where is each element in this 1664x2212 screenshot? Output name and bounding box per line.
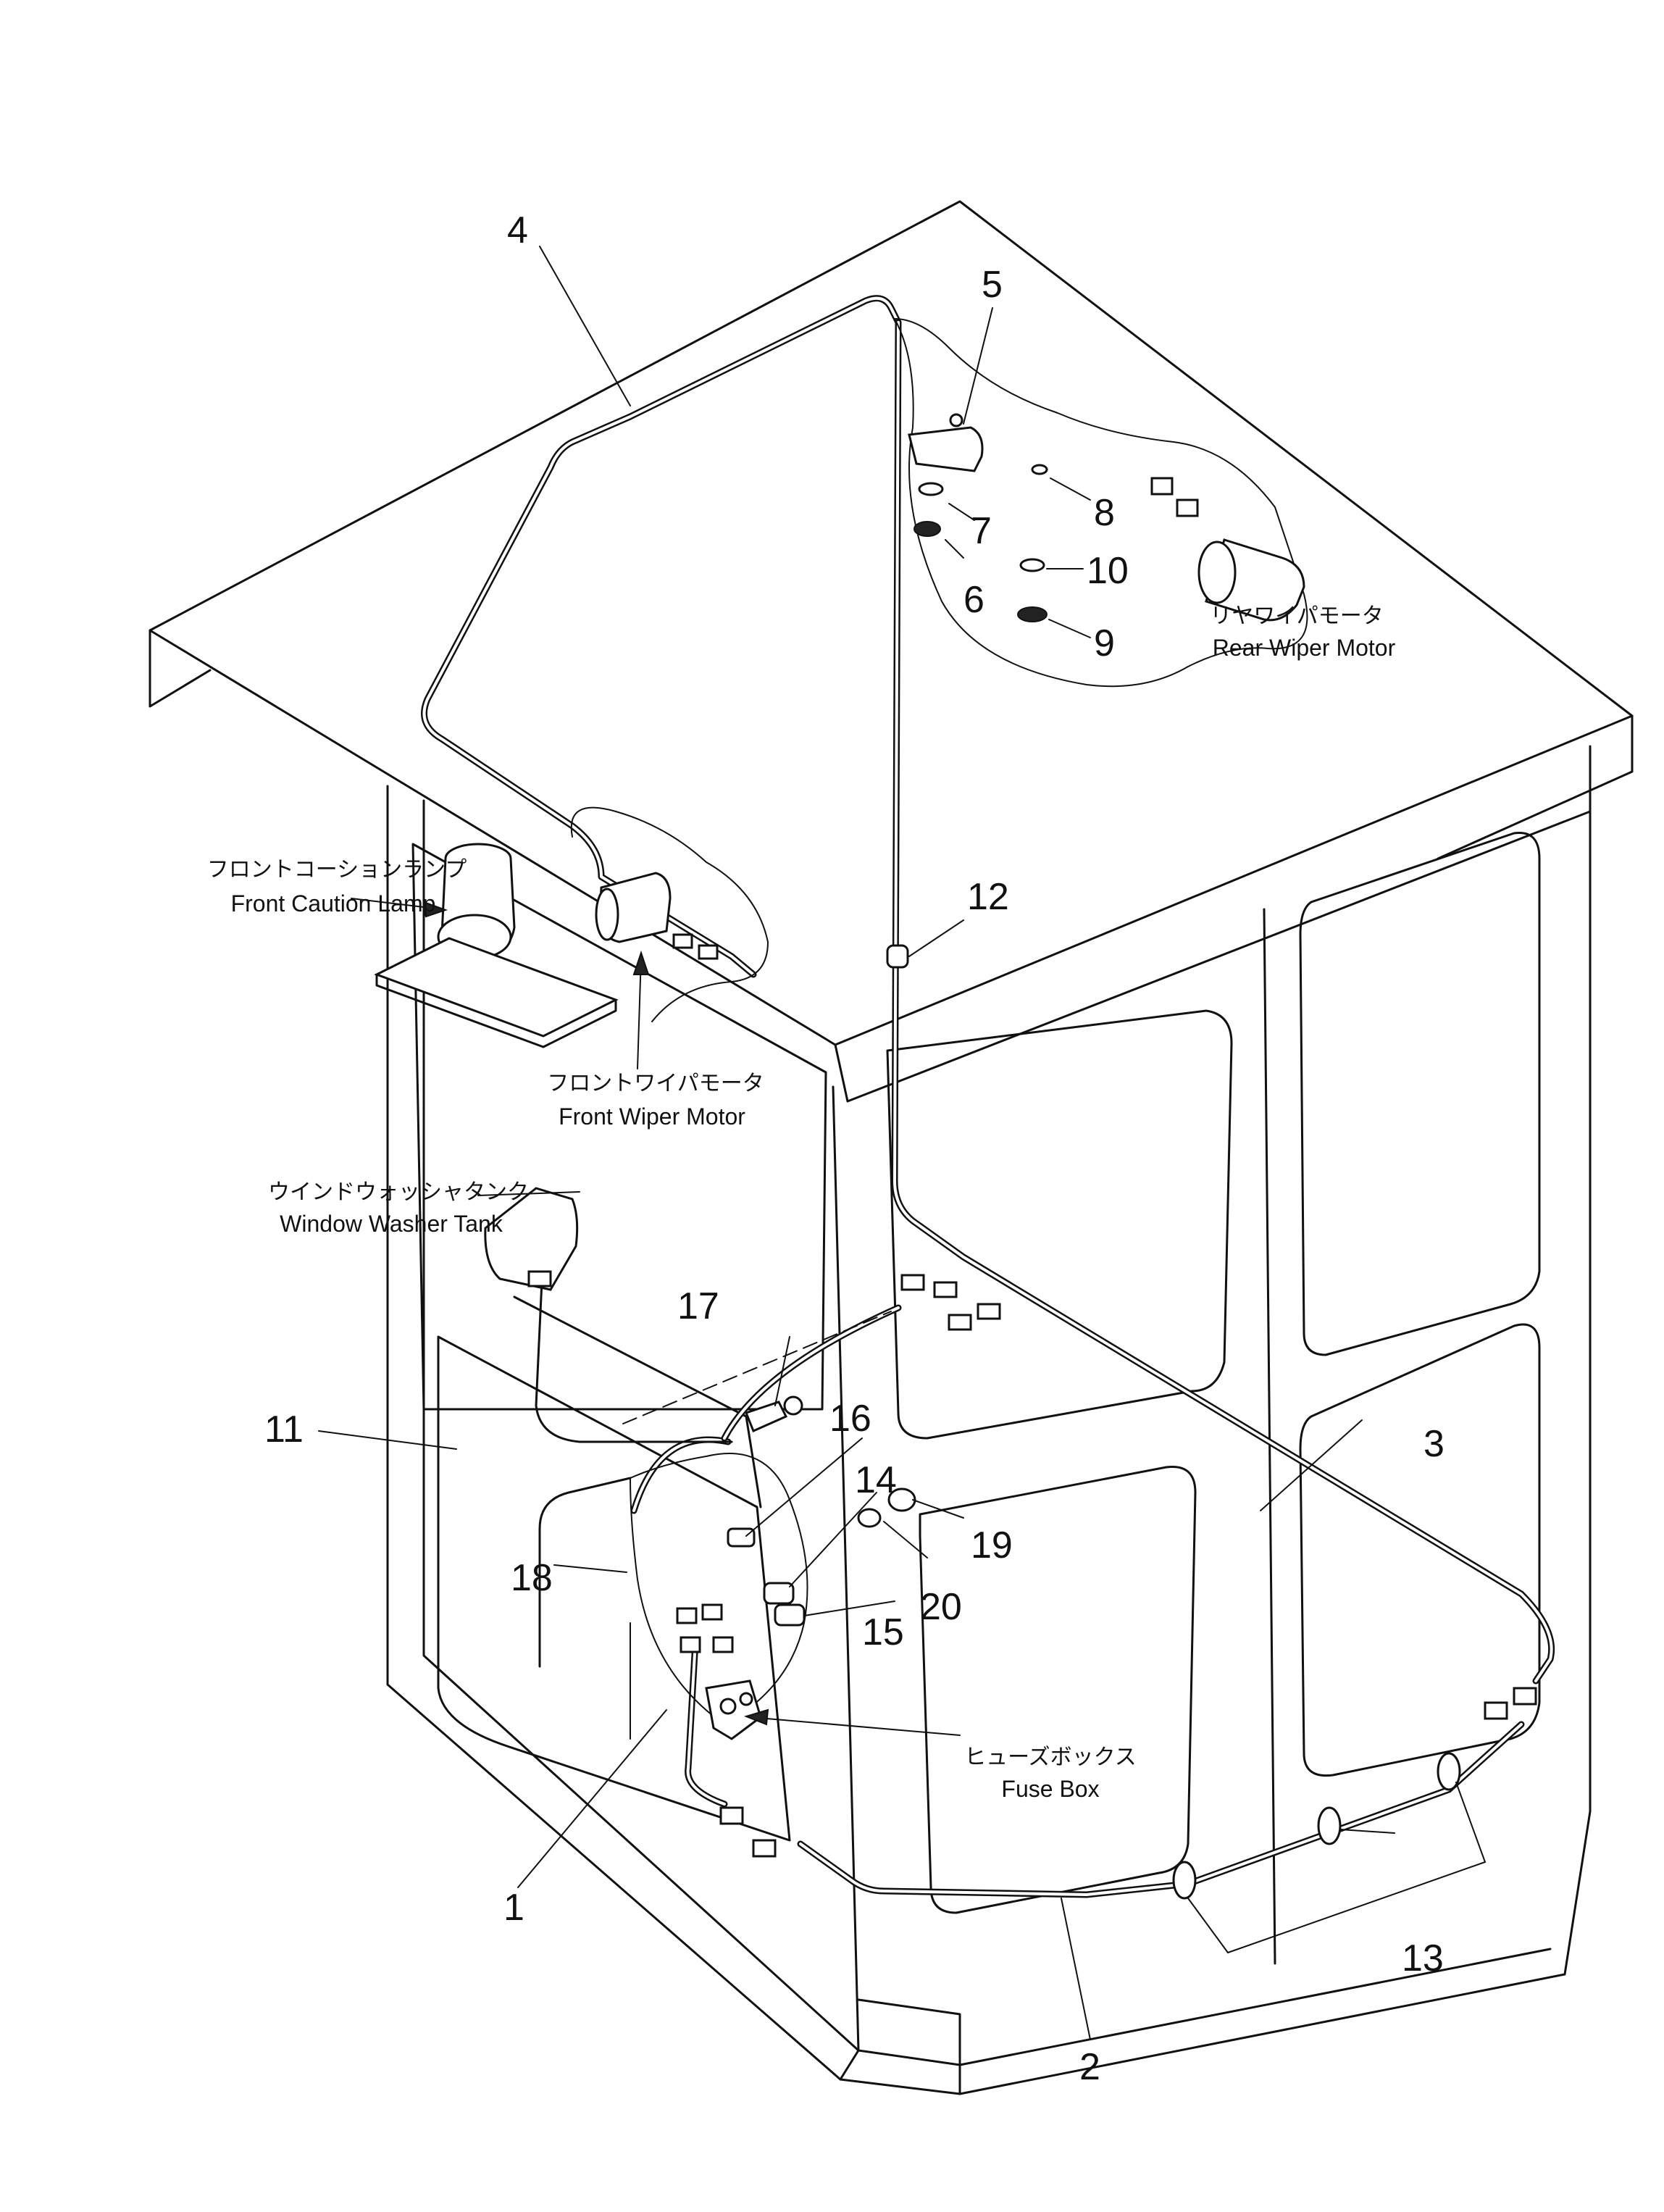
front-caution-lamp-label-jp: フロントコーションランプ — [207, 857, 467, 882]
part-13-clamps — [1172, 1752, 1461, 1900]
callout-19: 19 — [971, 1524, 1013, 1566]
window-washer-tank — [484, 1187, 579, 1291]
part-15-relay — [774, 1603, 806, 1627]
callout-6: 6 — [963, 579, 984, 621]
callout-18: 18 — [511, 1557, 553, 1599]
callout-15: 15 — [862, 1611, 904, 1653]
callout-10: 10 — [1087, 550, 1129, 592]
part-8-nut — [1031, 464, 1048, 475]
callout-3: 3 — [1423, 1423, 1444, 1465]
fuse-box — [705, 1679, 762, 1740]
callout-17: 17 — [677, 1285, 719, 1327]
callout-7: 7 — [971, 510, 992, 552]
part-5-connector — [908, 413, 984, 472]
washer-hose — [535, 1248, 733, 1443]
harness-connectors — [676, 1274, 1537, 1858]
callout-8: 8 — [1094, 492, 1115, 534]
harness-4 — [421, 295, 902, 978]
harness-2 — [797, 1721, 1525, 1898]
part-7-washer — [918, 482, 944, 496]
callout-12: 12 — [967, 876, 1009, 918]
callout-13: 13 — [1402, 1937, 1444, 1979]
harness-11 — [538, 1477, 632, 1740]
rear-wiper-motor — [1150, 477, 1305, 622]
rear-wiper-motor-label-en: Rear Wiper Motor — [1213, 635, 1396, 661]
leader-arrowheads — [422, 901, 769, 1726]
callout-5: 5 — [982, 264, 1003, 306]
callout-14: 14 — [855, 1459, 897, 1501]
callout-2: 2 — [1079, 2046, 1100, 2088]
front-wiper-motor-label-jp: フロントワイパモータ — [547, 1071, 764, 1096]
front-wiper-detail-outline — [570, 806, 769, 1022]
component-labels: フロントコーションランプ Front Caution Lamp フロントワイパモ… — [207, 604, 1396, 1802]
front-wiper-motor-label-en: Front Wiper Motor — [559, 1103, 745, 1130]
part-16-connector — [727, 1527, 756, 1548]
callout-20: 20 — [920, 1586, 962, 1628]
callout-4: 4 — [507, 209, 528, 251]
part-14-relay — [763, 1582, 795, 1605]
caution-lamp-bracket — [374, 937, 619, 1048]
part-10-washer — [1019, 558, 1045, 572]
window-washer-tank-label-jp: ウインドウォッシャタンク — [268, 1180, 529, 1205]
front-caution-lamp-label-en: Front Caution Lamp — [231, 890, 436, 917]
part-17-switch — [745, 1395, 803, 1433]
part-12-grommet — [886, 944, 909, 969]
rear-wiper-detail-outline — [893, 317, 1308, 688]
leader-lines — [318, 246, 1487, 2040]
callout-numbers: 1 2 3 4 5 6 7 8 9 10 11 12 13 14 15 16 1… — [264, 209, 1444, 2088]
washer-hose-dashed — [622, 1311, 892, 1424]
fuse-box-detail-outline — [629, 1453, 808, 1726]
cab-body — [386, 745, 1592, 2095]
part-20-washer — [857, 1508, 882, 1528]
rear-wiper-motor-label-jp: リヤワイパモータ — [1210, 604, 1383, 629]
part-6-grommet — [913, 521, 941, 537]
fuse-box-label-jp: ヒューズボックス — [964, 1745, 1137, 1770]
callout-1: 1 — [503, 1887, 524, 1929]
window-washer-tank-label-en: Window Washer Tank — [280, 1211, 503, 1237]
callout-9: 9 — [1094, 622, 1115, 664]
part-19-bolt — [887, 1487, 916, 1512]
harness-3 — [891, 319, 1555, 1685]
fuse-box-label-en: Fuse Box — [1001, 1776, 1099, 1802]
front-wiper-motor — [595, 872, 719, 960]
part-9-grommet — [1017, 606, 1048, 622]
callout-11: 11 — [264, 1408, 304, 1451]
harness-18 — [630, 1304, 902, 1808]
callout-16: 16 — [829, 1398, 871, 1440]
